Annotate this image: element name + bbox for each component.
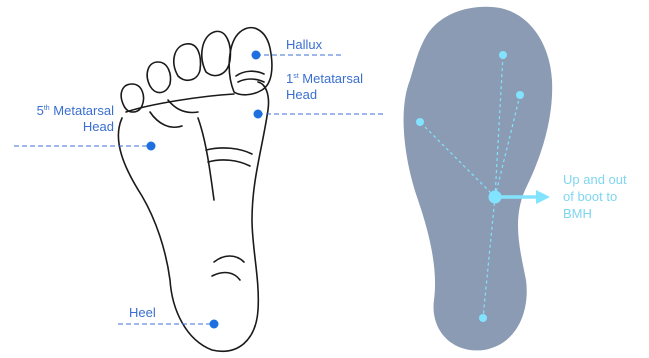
- third-toe: [174, 44, 201, 80]
- first-metatarsal-label: 1st Metatarsal Head: [286, 71, 363, 103]
- fifth-mt-number: 5: [37, 103, 44, 118]
- midfoot-crease: [206, 148, 252, 154]
- arch-crease: [198, 118, 214, 200]
- exit-arrow-head: [536, 190, 550, 204]
- first-mt-word: Metatarsal: [299, 71, 363, 86]
- insole-exit-label: Up and out of boot to BMH: [563, 171, 627, 222]
- midfoot-crease-2: [208, 160, 250, 166]
- ball-crease-2: [150, 112, 182, 127]
- fifth-mt-word: Metatarsal: [50, 103, 114, 118]
- heel-label: Heel: [129, 305, 156, 321]
- insole-shape: [404, 7, 553, 351]
- first-mt-marker: [254, 110, 263, 119]
- foot-outline: [118, 28, 272, 352]
- insole-exit-line3: BMH: [563, 206, 592, 221]
- heel-crease-2: [212, 273, 240, 280]
- heel-marker: [210, 320, 219, 329]
- insole-point-heel: [479, 314, 487, 322]
- fourth-toe: [147, 62, 170, 93]
- fifth-mt-head: Head: [83, 119, 114, 134]
- hallux-crease-2: [238, 79, 264, 82]
- insole-point-first-mt: [516, 91, 524, 99]
- hallux-crease: [236, 71, 264, 76]
- fifth-metatarsal-label: 5th Metatarsal Head: [10, 103, 114, 135]
- hallux-marker: [252, 51, 261, 60]
- insole-point-hallux: [499, 51, 507, 59]
- first-mt-head: Head: [286, 87, 317, 102]
- hallux-toe: [229, 28, 272, 95]
- second-toe: [202, 31, 231, 75]
- fifth-mt-marker: [147, 142, 156, 151]
- insole-point-fifth-mt: [416, 118, 424, 126]
- insole-exit-line2: of boot to: [563, 189, 617, 204]
- heel-crease: [214, 256, 244, 262]
- insole-exit-line1: Up and out: [563, 172, 627, 187]
- heel-label-text: Heel: [129, 305, 156, 320]
- hallux-label-text: Hallux: [286, 37, 322, 52]
- hallux-label: Hallux: [286, 37, 322, 53]
